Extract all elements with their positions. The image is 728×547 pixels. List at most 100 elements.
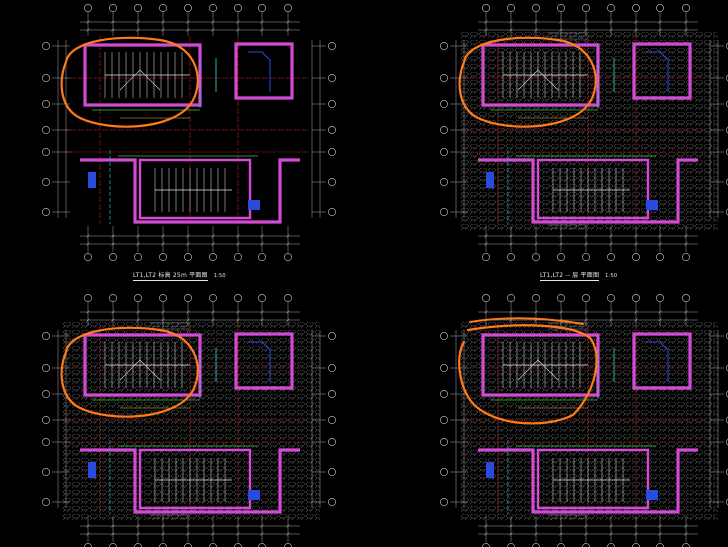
dimension-tick: [161, 318, 165, 322]
dimension-tick: [236, 28, 240, 32]
dimension-tick: [236, 242, 240, 246]
dimension-tick: [534, 234, 538, 238]
dimension-tick: [534, 532, 538, 536]
dimension-tick: [658, 234, 662, 238]
axis-bubble: [440, 416, 448, 424]
axis-bubble: [328, 178, 336, 186]
dimension-tick: [559, 28, 563, 32]
axis-bubble: [440, 74, 448, 82]
axis-bubble: [42, 468, 50, 476]
dimension-tick: [609, 318, 613, 322]
dimension-tick: [211, 524, 215, 528]
axis-bubble: [656, 294, 664, 302]
blue-fill-block: [486, 172, 494, 188]
dimension-tick: [484, 242, 488, 246]
dimension-tick: [161, 532, 165, 536]
axis-bubble: [656, 253, 664, 261]
axis-bubble: [42, 178, 50, 186]
dimension-tick: [658, 318, 662, 322]
caption-top-left-text: LT1,LT2 标高 25m 平面图: [133, 272, 208, 281]
dimension-tick: [86, 310, 90, 314]
dimension-tick: [584, 20, 588, 24]
axis-bubble: [582, 253, 590, 261]
dimension-tick: [86, 234, 90, 238]
dimension-tick: [136, 234, 140, 238]
axis-bubble: [284, 294, 292, 302]
axis-bubble: [726, 332, 728, 340]
dimension-tick: [111, 20, 115, 24]
dimension-tick: [186, 532, 190, 536]
elevator-shaft-wall: [632, 42, 692, 100]
dimension-tick: [111, 524, 115, 528]
dimension-tick: [111, 28, 115, 32]
dimension-tick: [260, 532, 264, 536]
dimension-tick: [484, 20, 488, 24]
dimension-tick: [161, 28, 165, 32]
dimension-tick: [509, 524, 513, 528]
axis-bubble: [328, 332, 336, 340]
axis-bubble: [328, 364, 336, 372]
dimension-tick: [509, 310, 513, 314]
dimension-tick: [609, 532, 613, 536]
dimension-tick: [286, 310, 290, 314]
dimension-tick: [609, 524, 613, 528]
markup-circle: [60, 36, 199, 128]
dimension-tick: [236, 310, 240, 314]
dimension-tick: [236, 532, 240, 536]
axis-bubble: [726, 148, 728, 156]
axis-bubble: [328, 390, 336, 398]
axis-bubble: [209, 4, 217, 12]
dimension-tick: [136, 524, 140, 528]
axis-bubble: [328, 148, 336, 156]
dimension-tick: [634, 234, 638, 238]
stair-lower-enclosure: [138, 448, 252, 510]
dimension-tick: [559, 242, 563, 246]
dimension-tick: [186, 234, 190, 238]
stair-core-lower-wall: [80, 448, 300, 514]
axis-bubble: [42, 390, 50, 398]
axis-bubble: [184, 253, 192, 261]
axis-bubble: [632, 4, 640, 12]
dimension-tick: [634, 524, 638, 528]
dimension-tick: [260, 310, 264, 314]
dimension-tick: [484, 28, 488, 32]
dimension-tick: [658, 310, 662, 314]
dimension-tick: [684, 242, 688, 246]
dimension-tick: [186, 524, 190, 528]
axis-bubble: [328, 468, 336, 476]
dimension-tick: [484, 234, 488, 238]
axis-bubble: [726, 74, 728, 82]
dimension-tick: [559, 234, 563, 238]
dimension-tick: [584, 28, 588, 32]
dimension-tick: [534, 28, 538, 32]
axis-bubble: [726, 390, 728, 398]
axis-bubble: [209, 253, 217, 261]
elevator-shaft-wall: [234, 332, 294, 390]
axis-bubble: [726, 100, 728, 108]
dimension-tick: [211, 20, 215, 24]
axis-bubble: [507, 253, 515, 261]
dimension-tick: [186, 318, 190, 322]
elevator-shaft-wall: [632, 332, 692, 390]
brick-hatch: [548, 32, 588, 42]
dimension-tick: [658, 20, 662, 24]
blue-fill-block: [486, 462, 494, 478]
dimension-tick: [286, 524, 290, 528]
dimension-tick: [609, 242, 613, 246]
axis-bubble: [42, 498, 50, 506]
stair-arrow: [119, 69, 161, 91]
dimension-tick: [609, 310, 613, 314]
axis-bubble: [42, 416, 50, 424]
axis-bubble: [84, 4, 92, 12]
dimension-tick: [260, 234, 264, 238]
axis-bubble: [440, 42, 448, 50]
axis-bubble: [440, 390, 448, 398]
stair-core-lower-wall: [478, 448, 698, 514]
panel-bottom-right: [440, 294, 728, 547]
axis-bubble: [328, 42, 336, 50]
brick-hatch: [150, 322, 190, 332]
panel-bottom-left: [42, 294, 336, 547]
dimension-tick: [609, 28, 613, 32]
